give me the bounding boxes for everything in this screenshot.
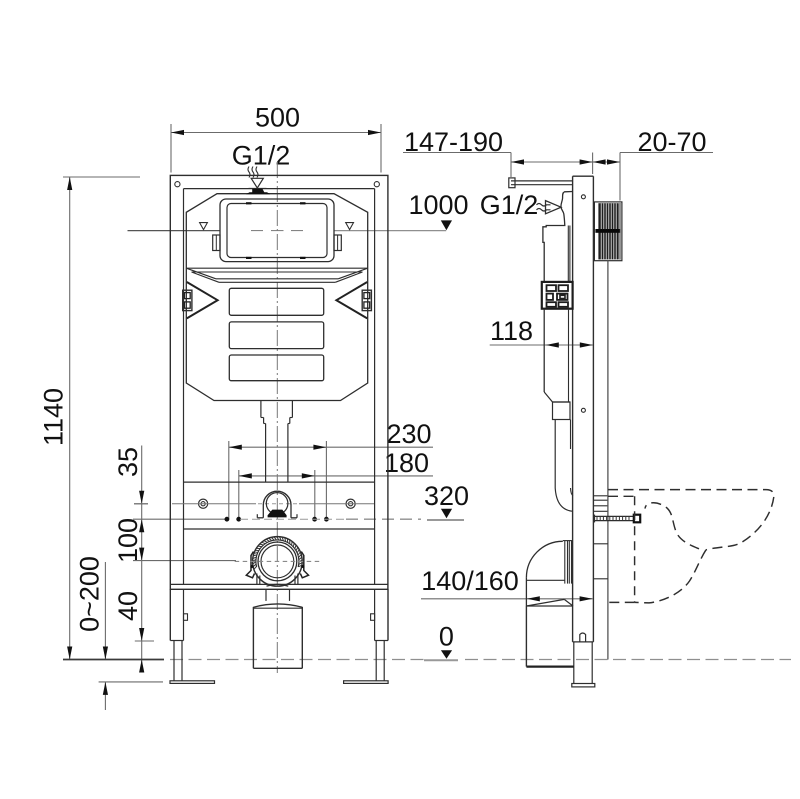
svg-text:118: 118 xyxy=(490,316,533,346)
svg-text:140/160: 140/160 xyxy=(421,566,519,596)
svg-text:40: 40 xyxy=(113,591,143,621)
svg-text:G1/2: G1/2 xyxy=(232,141,291,171)
svg-text:180: 180 xyxy=(384,448,429,478)
svg-text:35: 35 xyxy=(113,447,143,477)
svg-text:500: 500 xyxy=(255,103,300,133)
svg-text:0: 0 xyxy=(439,622,454,652)
svg-text:0~200: 0~200 xyxy=(75,556,105,632)
svg-text:1000: 1000 xyxy=(408,190,468,220)
svg-text:100: 100 xyxy=(113,518,143,563)
svg-text:230: 230 xyxy=(386,419,431,449)
svg-text:1140: 1140 xyxy=(39,388,69,446)
svg-text:320: 320 xyxy=(424,481,469,511)
svg-text:G1/2: G1/2 xyxy=(480,190,539,220)
